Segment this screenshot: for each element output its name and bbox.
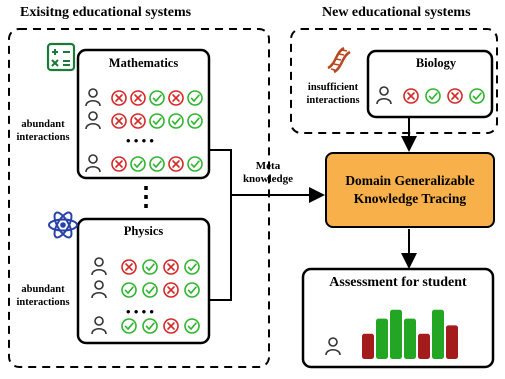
math-connector bbox=[209, 149, 232, 195]
correct-mark bbox=[187, 90, 203, 106]
vertical-ellipsis: ⋮ bbox=[133, 182, 159, 211]
correct-mark bbox=[121, 282, 137, 298]
correct-mark bbox=[184, 282, 200, 298]
assessment-bar bbox=[376, 318, 388, 359]
dgkt-line-1: Domain Generalizable bbox=[345, 173, 475, 188]
mathematics-title: Mathematics bbox=[108, 56, 179, 70]
assessment-bar bbox=[404, 318, 416, 359]
wrong-mark bbox=[163, 259, 179, 275]
correct-mark bbox=[187, 113, 203, 129]
student-icon bbox=[91, 257, 107, 276]
correct-mark bbox=[184, 318, 200, 334]
student-avatar bbox=[325, 337, 341, 356]
assessment-title: Assessment for student bbox=[329, 275, 467, 290]
student-icon bbox=[85, 111, 101, 130]
correct-mark bbox=[149, 113, 165, 129]
existing-systems-header: Exisitng educational systems bbox=[20, 5, 192, 20]
wrong-mark bbox=[163, 282, 179, 298]
student-icon bbox=[376, 86, 392, 105]
assessment-bars bbox=[362, 309, 458, 359]
correct-mark bbox=[142, 259, 158, 275]
atom-icon bbox=[48, 211, 78, 239]
mathematics-box bbox=[76, 48, 211, 180]
wrong-mark bbox=[111, 90, 127, 106]
wrong-mark bbox=[403, 88, 419, 104]
wrong-mark bbox=[111, 156, 127, 172]
correct-mark bbox=[149, 90, 165, 106]
student-icon bbox=[85, 88, 101, 107]
physics-title: Physics bbox=[123, 224, 164, 238]
wrong-mark bbox=[121, 259, 137, 275]
correct-mark bbox=[149, 156, 165, 172]
wrong-mark bbox=[447, 88, 463, 104]
correct-mark bbox=[187, 156, 203, 172]
wrong-mark bbox=[111, 113, 127, 129]
math-ellipsis: • • • • bbox=[126, 133, 154, 148]
assessment-bar bbox=[362, 333, 374, 359]
student-icon bbox=[85, 154, 101, 173]
wrong-mark bbox=[168, 90, 184, 106]
wrong-mark bbox=[163, 318, 179, 334]
wrong-mark bbox=[168, 156, 184, 172]
student-icon bbox=[91, 316, 107, 335]
dna-icon bbox=[327, 46, 351, 74]
dgkt-box: Domain Generalizable Knowledge Tracing bbox=[325, 152, 495, 228]
existing-systems-panel bbox=[8, 28, 270, 368]
assessment-bar bbox=[432, 309, 444, 359]
correct-mark bbox=[142, 282, 158, 298]
correct-mark bbox=[184, 259, 200, 275]
correct-mark bbox=[142, 318, 158, 334]
wrong-mark bbox=[130, 113, 146, 129]
assessment-bar bbox=[418, 333, 430, 359]
correct-mark bbox=[469, 88, 485, 104]
correct-mark bbox=[425, 88, 441, 104]
new-systems-header: New educational systems bbox=[322, 5, 471, 20]
student-icon bbox=[91, 280, 107, 299]
student-icon bbox=[325, 337, 341, 356]
dgkt-line-2: Knowledge Tracing bbox=[353, 191, 467, 206]
new-systems-panel bbox=[290, 28, 498, 134]
biology-title: Biology bbox=[415, 56, 457, 70]
wrong-mark bbox=[130, 90, 146, 106]
interaction-marks bbox=[85, 86, 485, 335]
physics-connector bbox=[209, 195, 232, 301]
correct-mark bbox=[168, 113, 184, 129]
correct-mark bbox=[130, 156, 146, 172]
correct-mark bbox=[121, 318, 137, 334]
assessment-bar bbox=[446, 325, 458, 359]
physics-ellipsis: • • • • bbox=[126, 304, 154, 319]
calculator-icon bbox=[46, 42, 76, 72]
assessment-bar bbox=[390, 309, 402, 359]
physics-box bbox=[76, 217, 211, 345]
